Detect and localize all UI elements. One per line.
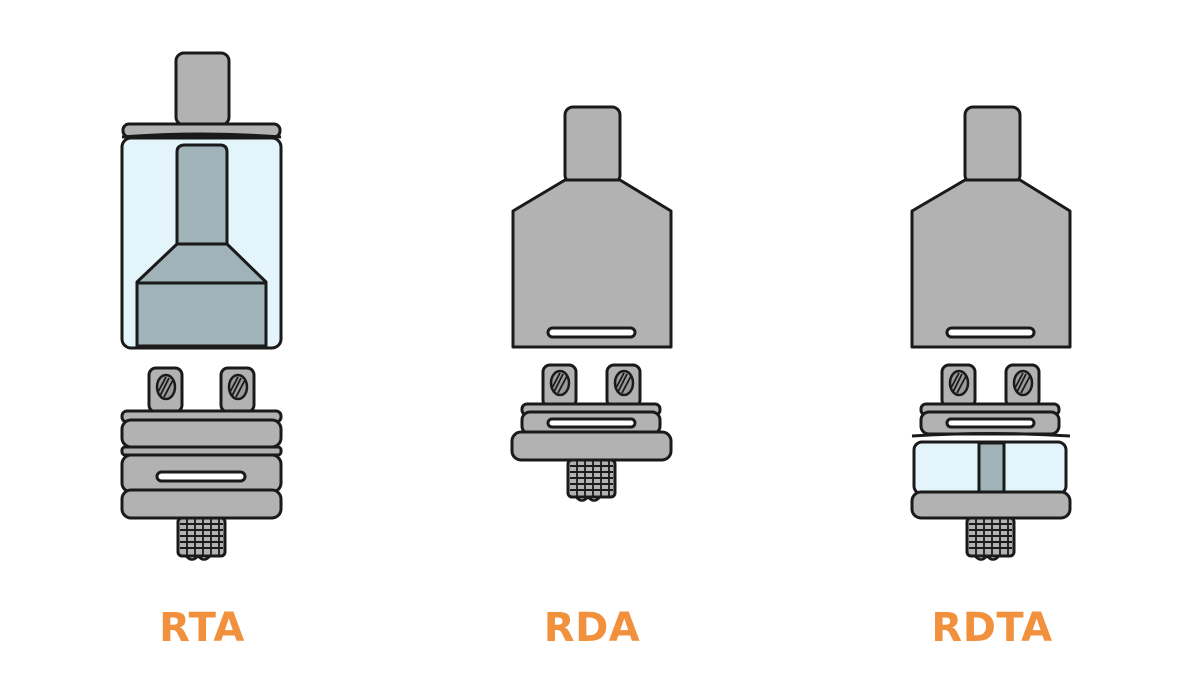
rda-atomizer xyxy=(510,105,673,502)
rda-deck-slot xyxy=(546,417,637,429)
rda-drip-tip xyxy=(563,105,622,185)
rdta-tank-ring xyxy=(911,432,1071,438)
rda-airflow-slot xyxy=(546,326,637,339)
rdta-base xyxy=(910,490,1072,520)
rta-airflow-slot xyxy=(155,470,247,483)
rta-top-cap-ring xyxy=(121,132,282,139)
rta-base-ring-upper xyxy=(120,418,283,449)
rdta-airflow-slot xyxy=(945,326,1036,339)
rta-base-foot xyxy=(120,488,283,520)
label-rdta: RDTA xyxy=(931,605,1053,651)
rda-top-cap xyxy=(511,178,673,349)
rdta-deck-slot xyxy=(945,417,1036,429)
label-rda: RDA xyxy=(543,605,641,651)
rdta-drip-tip xyxy=(963,105,1022,185)
rdta-atomizer xyxy=(910,105,1072,561)
rdta-top-cap xyxy=(910,178,1072,349)
label-rta: RTA xyxy=(159,605,245,651)
rda-base xyxy=(510,430,673,462)
rta-atomizer xyxy=(120,51,283,561)
rdta-center-pin xyxy=(977,441,1006,495)
rta-drip-tip xyxy=(174,51,231,127)
